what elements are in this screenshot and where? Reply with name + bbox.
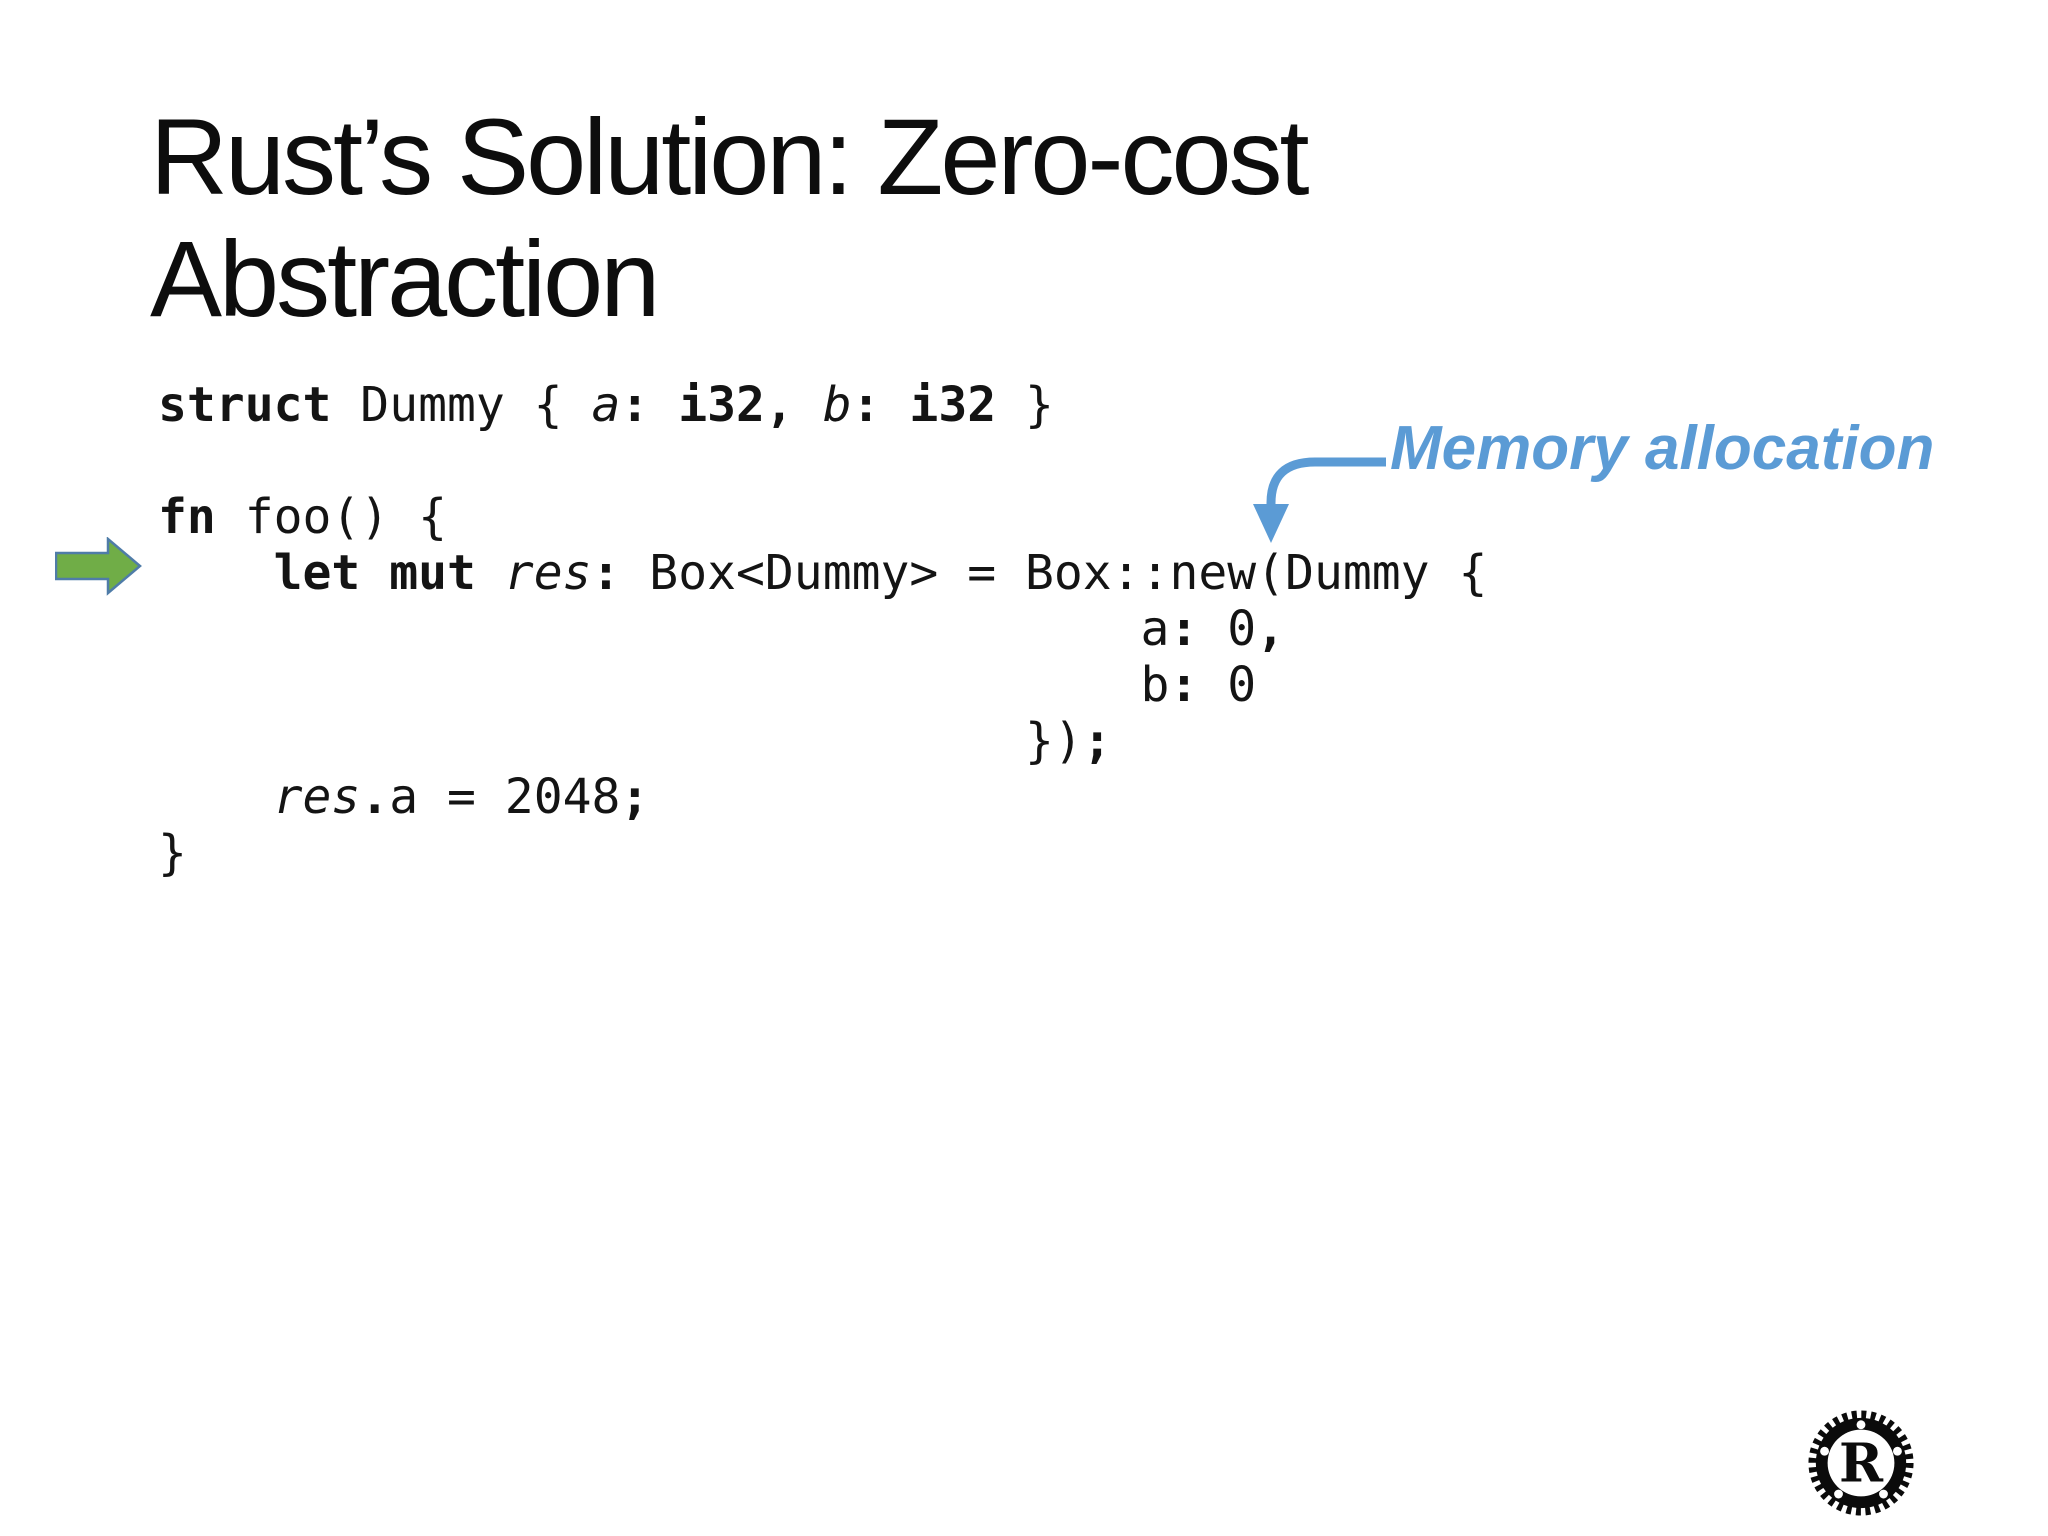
code-line: });	[158, 713, 1112, 769]
code-line: a: 0,	[158, 601, 1286, 657]
code-line: fn foo() {	[158, 489, 447, 545]
memory-allocation-arrow-icon	[1253, 457, 1386, 543]
page-title-line1: Rust’s Solution: Zero-cost	[150, 96, 1310, 217]
green-arrow-icon	[55, 537, 142, 596]
page-title: Rust’s Solution: Zero-cost Abstraction	[150, 96, 1310, 340]
memory-allocation-label: Memory allocation	[1390, 414, 1935, 483]
rust-logo-icon: R	[1808, 1410, 1914, 1516]
code-line: }	[158, 825, 187, 881]
code-line: struct Dummy { a: i32, b: i32 }	[158, 377, 1054, 433]
code-block: struct Dummy { a: i32, b: i32 } fn foo()…	[158, 377, 1487, 881]
rust-logo-letter: R	[1839, 1432, 1884, 1495]
page-title-line2: Abstraction	[150, 218, 660, 339]
code-line: b: 0	[158, 657, 1257, 713]
code-line: let mut res: Box<Dummy> = Box::new(Dummy…	[273, 545, 1488, 601]
code-line: res.a = 2048;	[273, 769, 650, 825]
